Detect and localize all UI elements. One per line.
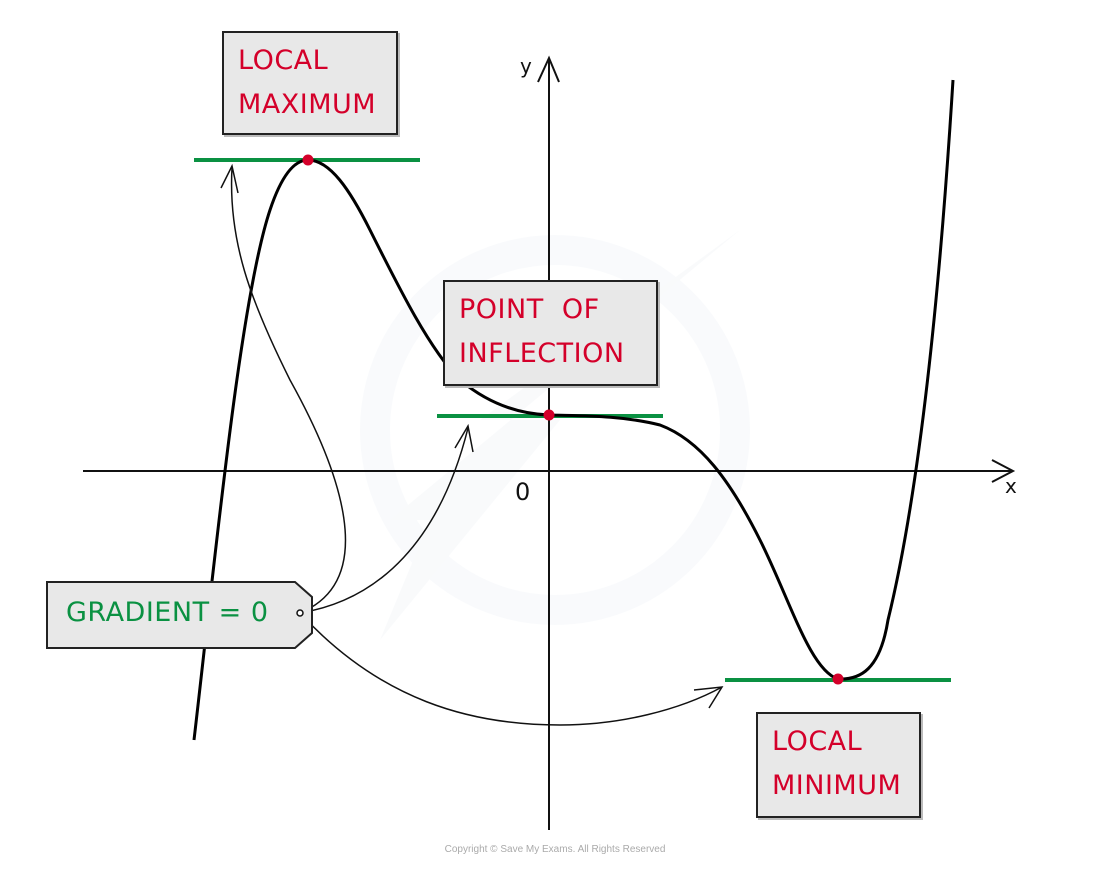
point-local-max	[302, 154, 314, 166]
y-axis-arrowhead-icon	[537, 55, 560, 83]
origin-label: 0	[515, 478, 531, 506]
gradient-tag-text: GRADIENT = 0	[66, 597, 269, 628]
watermark-logo	[360, 230, 750, 640]
arrow-to-inflection-head-icon	[454, 423, 474, 453]
label-local-maximum: LOCAL MAXIMUM	[222, 31, 398, 135]
x-axis-arrowhead-icon	[991, 459, 1016, 483]
point-inflection	[543, 409, 555, 421]
arrow-to-inflection	[299, 427, 469, 614]
x-axis-label: x	[1005, 474, 1017, 498]
label-point-of-inflection: POINT OF INFLECTION	[443, 280, 658, 386]
point-local-min	[832, 673, 844, 685]
arrow-to-max-head-icon	[220, 163, 239, 194]
label-line: INFLECTION	[459, 338, 625, 369]
label-line: LOCAL	[238, 45, 329, 76]
label-local-minimum: LOCAL MINIMUM	[756, 712, 921, 818]
gradient-tag	[46, 581, 313, 649]
tag-hole-icon	[296, 609, 304, 617]
label-line: MAXIMUM	[238, 89, 377, 120]
label-line: MINIMUM	[772, 770, 902, 801]
copyright-notice: Copyright © Save My Exams. All Rights Re…	[444, 844, 666, 855]
arrow-to-min	[299, 612, 723, 726]
label-line: POINT OF	[459, 294, 600, 325]
function-curve	[192, 79, 955, 741]
label-line: LOCAL	[772, 726, 863, 757]
y-axis-label: y	[520, 54, 532, 78]
arrow-to-max	[230, 167, 347, 614]
arrow-to-min-head-icon	[693, 686, 724, 709]
